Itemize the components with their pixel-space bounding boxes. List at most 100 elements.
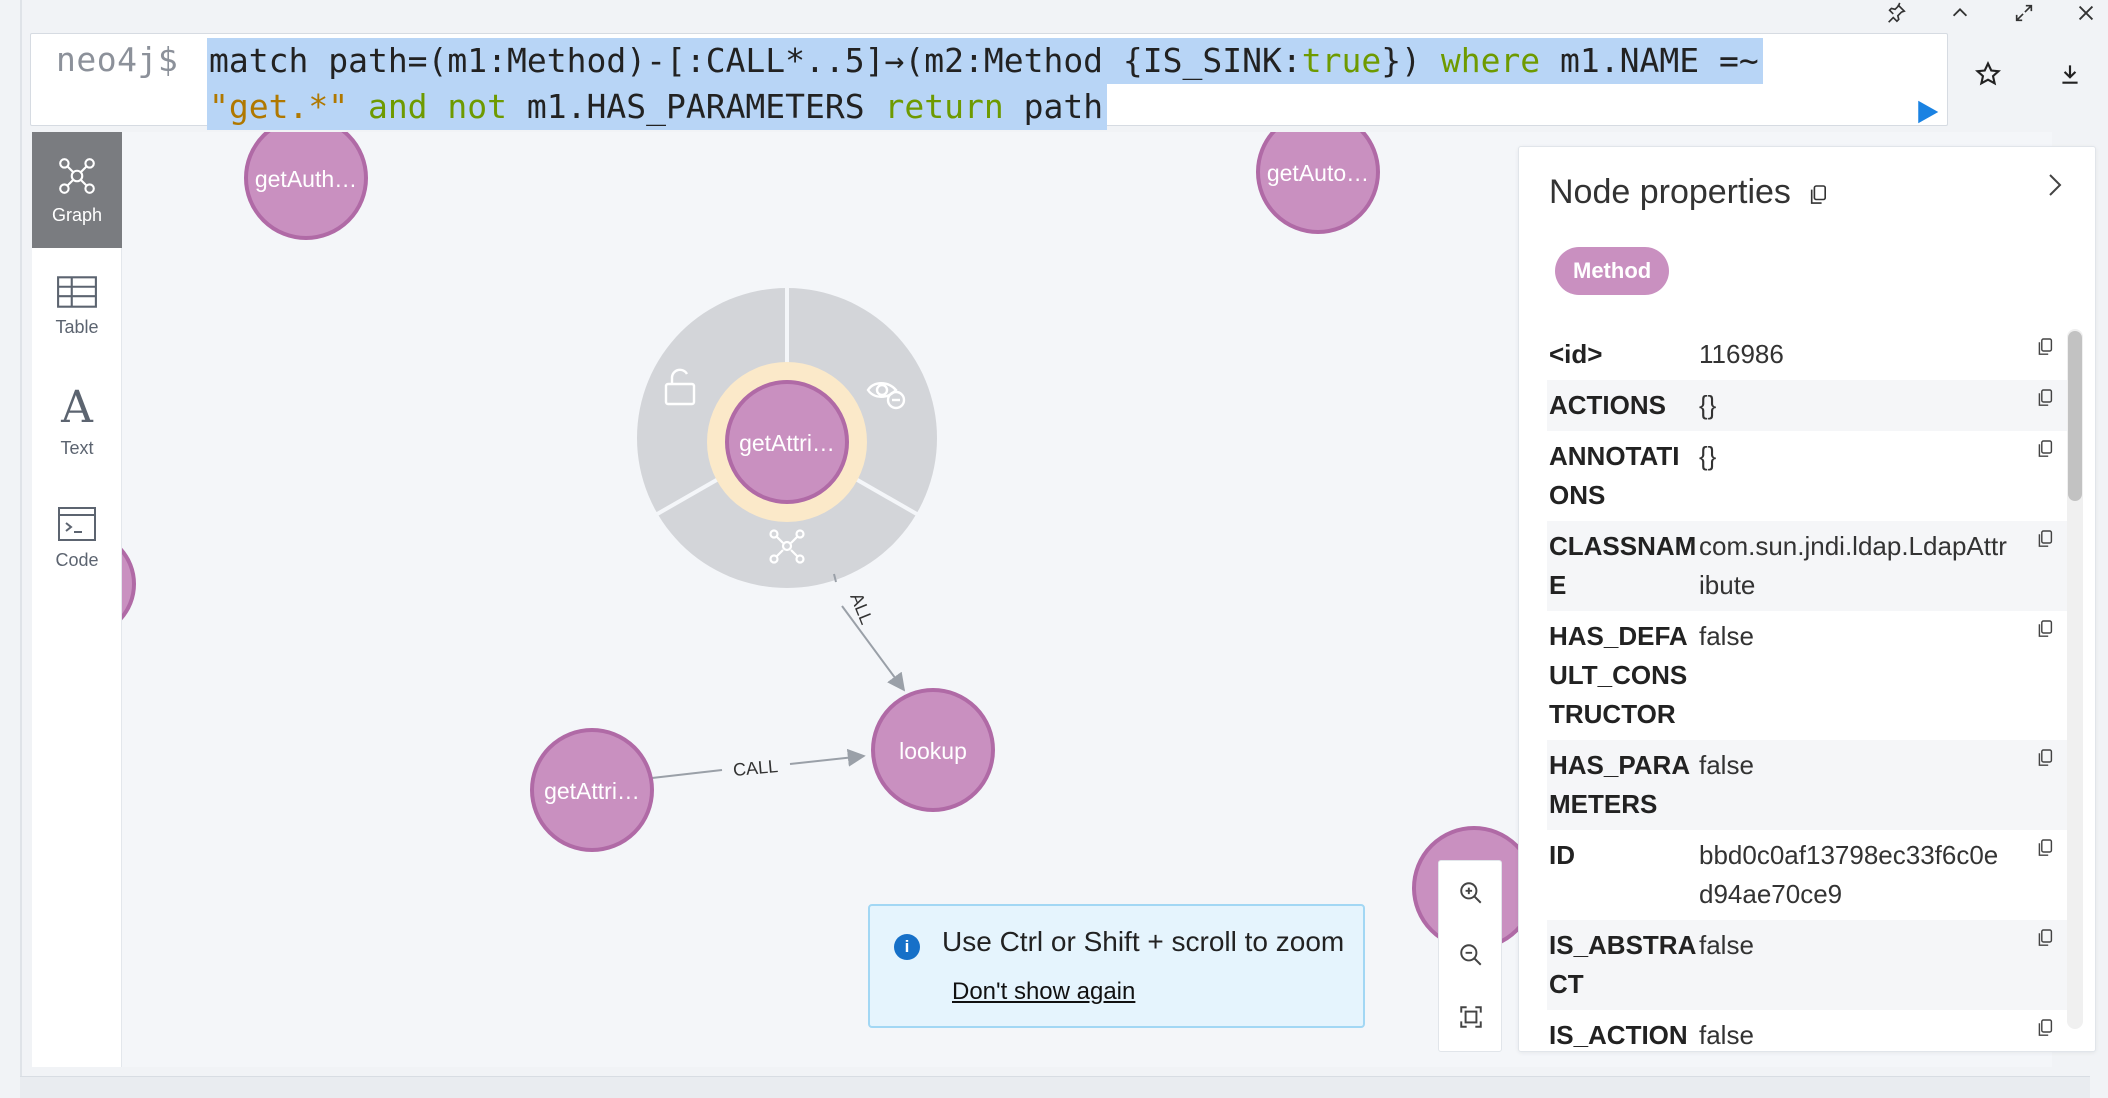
property-value: {} — [1699, 441, 1717, 471]
copy-icon[interactable] — [2037, 619, 2057, 643]
zoom-controls — [1438, 860, 1502, 1052]
property-key: ANNOTATIONS — [1549, 441, 1680, 510]
graph-node-partial-left[interactable] — [122, 532, 136, 636]
editor-prompt: neo4j$ — [56, 40, 179, 79]
graph-node-label: getAuth… — [255, 166, 357, 192]
star-icon[interactable] — [1968, 54, 2008, 94]
query-token: path — [1003, 87, 1104, 126]
query-line-2: "get.*" and not m1.HAS_PARAMETERS return… — [207, 84, 1108, 130]
code-icon — [58, 506, 96, 541]
view-sidebar: Graph Table A Text Code — [32, 132, 122, 1067]
chevron-right-icon[interactable] — [2043, 169, 2073, 209]
hide-icon[interactable] — [866, 382, 906, 410]
graph-node[interactable]: getAuth… — [244, 132, 368, 240]
copy-icon[interactable] — [2037, 439, 2057, 463]
property-row: ANNOTATIONS {} — [1547, 431, 2067, 521]
zoom-out-icon[interactable] — [1451, 935, 1491, 975]
copy-icon[interactable] — [2037, 337, 2057, 361]
graph-node-label: getAuto… — [1267, 160, 1369, 186]
panel-scrollbar[interactable] — [2067, 329, 2083, 1029]
copy-icon[interactable] — [2037, 529, 2057, 553]
property-key: ACTIONS — [1549, 390, 1666, 420]
download-icon[interactable] — [2050, 54, 2090, 94]
expand-neighbors-icon[interactable] — [769, 529, 805, 564]
unlock-icon[interactable] — [664, 368, 696, 406]
property-value: false — [1699, 621, 1754, 651]
copy-icon[interactable] — [1809, 184, 1829, 208]
property-value: bbd0c0af13798ec33f6c0ed94ae70ce9 — [1699, 840, 1999, 909]
sidebar-item-text[interactable]: A Text — [32, 364, 122, 480]
property-key: CLASSNAME — [1549, 531, 1697, 600]
property-value: false — [1699, 750, 1754, 780]
graph-node-selected[interactable]: getAttri… — [707, 362, 867, 522]
query-token: path=(m1:Method)-[:CALL*..5]→(m2:Method … — [308, 41, 1302, 80]
query-editor[interactable]: neo4j$ match path=(m1:Method)-[:CALL*..5… — [30, 33, 1948, 130]
zoom-in-icon[interactable] — [1451, 873, 1491, 913]
fit-icon[interactable] — [1451, 997, 1491, 1037]
sidebar-label-table: Table — [55, 316, 99, 337]
close-icon[interactable] — [2068, 0, 2104, 30]
property-row: ID bbd0c0af13798ec33f6c0ed94ae70ce9 — [1547, 830, 2067, 920]
query-token: and not — [348, 87, 527, 126]
graph-node[interactable]: getAttri… — [530, 728, 654, 852]
node-label-chip[interactable]: Method — [1555, 247, 1670, 295]
query-token: return — [884, 87, 1004, 126]
copy-icon[interactable] — [2037, 748, 2057, 772]
property-value: 116986 — [1699, 339, 1784, 369]
bottom-strip — [20, 1076, 2090, 1098]
sidebar-label-code: Code — [55, 549, 99, 570]
graph-edge-label: ALL — [846, 590, 877, 627]
graph-edge[interactable]: CALL — [651, 748, 866, 780]
dont-show-again-link[interactable]: Don't show again — [952, 978, 1136, 1005]
toast-message: Use Ctrl or Shift + scroll to zoom — [942, 926, 1345, 957]
collapse-icon[interactable] — [1942, 0, 1978, 30]
property-row: ACTIONS {} — [1547, 380, 2067, 431]
property-row: HAS_DEFAULT_CONSTRUCTOR false — [1547, 611, 2067, 740]
window-left-edge — [20, 0, 22, 1076]
query-token: m1.NAME =~ — [1540, 41, 1759, 80]
property-key: <id> — [1549, 339, 1603, 369]
run-query-button[interactable] — [1907, 92, 1947, 132]
query-text[interactable]: match path=(m1:Method)-[:CALL*..5]→(m2:M… — [207, 38, 1847, 130]
copy-icon[interactable] — [2037, 1018, 2057, 1042]
property-value: {} — [1699, 390, 1717, 420]
graph-icon — [59, 157, 95, 194]
info-icon: i — [894, 934, 920, 960]
graph-edge-label: CALL — [732, 756, 779, 780]
table-icon — [57, 275, 97, 308]
query-token: m1.HAS_PARAMETERS — [526, 87, 885, 126]
property-value: false — [1699, 1020, 1754, 1050]
expand-icon[interactable] — [2006, 0, 2042, 30]
graph-edge[interactable]: ALL — [833, 573, 906, 692]
sidebar-item-table[interactable]: Table — [32, 248, 122, 364]
sidebar-item-graph[interactable]: Graph — [32, 132, 122, 248]
graph-node-label: getAttri… — [739, 430, 835, 456]
scrollbar-thumb[interactable] — [2068, 331, 2082, 501]
graph-node[interactable]: lookup — [871, 688, 995, 812]
property-key: IS_ABSTRACT — [1549, 930, 1697, 999]
sidebar-label-text: Text — [60, 437, 94, 458]
sidebar-label-graph: Graph — [51, 204, 103, 225]
property-key: HAS_PARAMETERS — [1549, 750, 1691, 819]
property-row: <id> 116986 — [1547, 329, 2067, 380]
copy-icon[interactable] — [2037, 388, 2057, 412]
property-key: IS_ACTION — [1549, 1020, 1688, 1050]
query-token: "get.*" — [209, 87, 349, 126]
property-value: false — [1699, 930, 1754, 960]
query-line-1: match path=(m1:Method)-[:CALL*..5]→(m2:M… — [207, 38, 1763, 84]
text-icon: A — [61, 381, 93, 433]
copy-icon[interactable] — [2037, 838, 2057, 862]
property-key: HAS_DEFAULT_CONSTRUCTOR — [1549, 621, 1688, 729]
query-token: match — [209, 41, 309, 80]
sidebar-item-code[interactable]: Code — [32, 480, 122, 596]
pin-icon[interactable] — [1878, 0, 1914, 30]
property-value: com.sun.jndi.ldap.LdapAttribute — [1699, 531, 2007, 600]
copy-icon[interactable] — [2037, 928, 2057, 952]
graph-node[interactable]: getAuto… — [1256, 132, 1380, 234]
property-key: ID — [1549, 840, 1575, 870]
query-token: where — [1440, 41, 1541, 80]
